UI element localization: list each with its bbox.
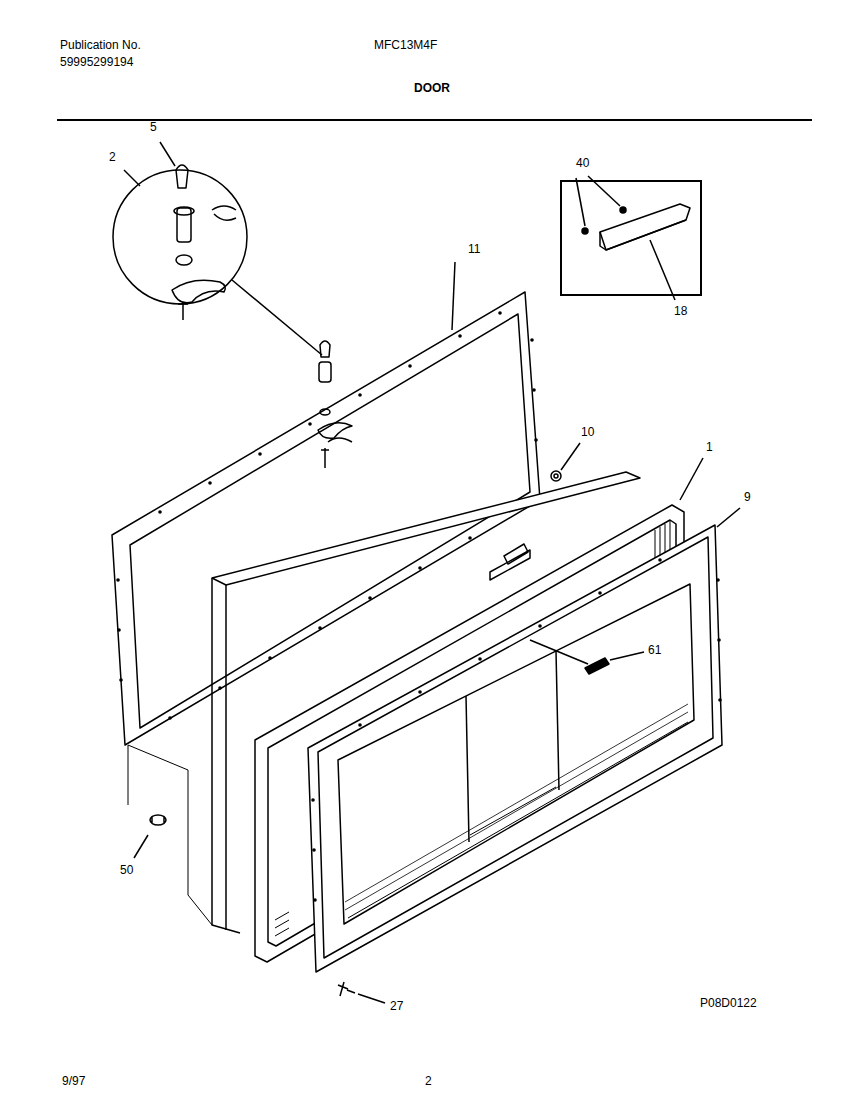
callout-number: 27: [390, 999, 403, 1013]
callout-number: 40: [576, 156, 589, 170]
callout-number: 9: [744, 490, 751, 504]
model-number: MFC13M4F: [374, 38, 437, 52]
date-text: 9/97: [62, 1074, 85, 1088]
callout-number: 2: [109, 150, 116, 164]
callout-number: 11: [468, 242, 480, 256]
publication-number: 59995299194: [60, 55, 133, 69]
callout-number: 50: [120, 863, 133, 877]
callout-number: 1: [706, 440, 713, 454]
page-title: DOOR: [414, 81, 450, 95]
callout-number: 61: [648, 643, 661, 657]
figure-code: P08D0122: [700, 996, 757, 1010]
header-text: Publication No.: [60, 38, 141, 52]
inset-box: 4018: [560, 180, 702, 296]
callout-number: 5: [150, 120, 157, 134]
callout-number: 18: [674, 304, 687, 318]
callout-number: 10: [581, 425, 594, 439]
page-number: 2: [425, 1074, 432, 1088]
